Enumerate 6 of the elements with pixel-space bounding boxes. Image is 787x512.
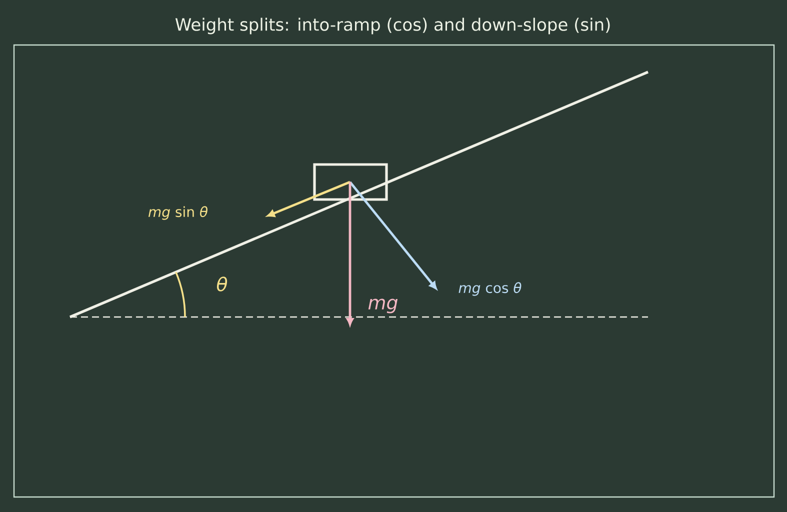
- block: [313, 163, 388, 201]
- force-label: mg sin θ: [148, 206, 208, 220]
- force-label: mg cos θ: [458, 282, 522, 296]
- force-label: mg: [368, 298, 398, 314]
- angle-label: θ: [216, 276, 228, 292]
- title: Weight splits: into-ramp (cos) and down-slope (sin): [175, 18, 610, 34]
